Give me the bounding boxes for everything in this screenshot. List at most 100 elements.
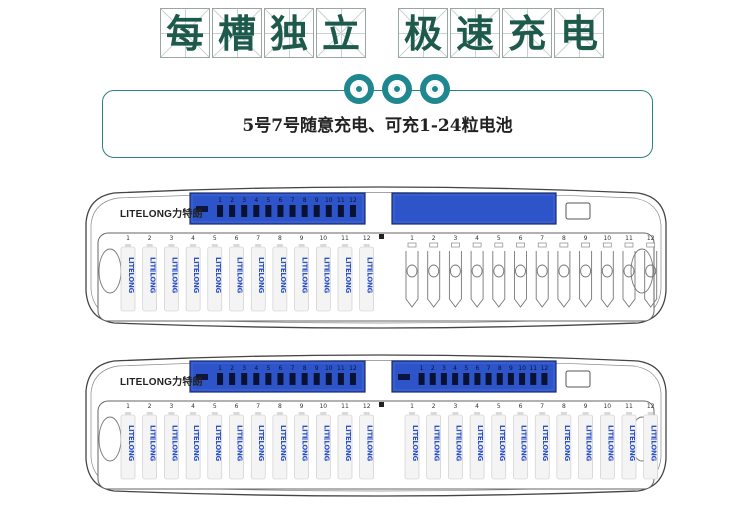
target-circle-icon xyxy=(382,74,412,104)
aa-battery: LITELONG xyxy=(207,244,223,312)
battery-tip xyxy=(211,412,218,415)
lcd-battery-bar xyxy=(301,373,308,385)
battery-tip xyxy=(320,244,327,247)
lcd-slot-number: 2 xyxy=(431,365,435,372)
lcd-battery-bar xyxy=(241,205,248,217)
slot-number: 5 xyxy=(213,403,217,410)
feature-banner: 5号7号随意充电、可充1-24粒电池 xyxy=(102,90,653,158)
lcd-bezel xyxy=(393,362,555,391)
battery-label: LITELONG xyxy=(433,425,441,462)
lcd-slot-number: 7 xyxy=(291,197,295,204)
empty-slot-spring xyxy=(471,264,483,278)
aa-battery: LITELONG xyxy=(599,412,615,480)
aa-battery: LITELONG xyxy=(142,412,158,480)
target-circle-icon xyxy=(420,74,450,104)
slot-number: 1 xyxy=(410,235,414,242)
empty-slot-contact xyxy=(557,251,571,308)
empty-slot-tab xyxy=(407,242,417,248)
battery-tip xyxy=(125,412,131,415)
lcd-slot-number: 1 xyxy=(218,197,222,204)
lcd-battery-bar xyxy=(541,373,548,385)
slot-number: 11 xyxy=(341,235,349,242)
battery-label: LITELONG xyxy=(628,425,636,462)
lcd-slot-number: 5 xyxy=(266,197,270,204)
power-button xyxy=(565,370,591,388)
slot-number: 10 xyxy=(603,403,611,410)
slot-number: 6 xyxy=(519,403,523,410)
lcd-battery-bar xyxy=(229,205,236,217)
lcd-battery-bar xyxy=(530,373,537,385)
lcd-battery-bar xyxy=(253,373,260,385)
aa-battery: LITELONG xyxy=(426,412,442,480)
battery-label: LITELONG xyxy=(322,257,330,294)
empty-slot-contact xyxy=(470,251,484,308)
lcd-battery-bar xyxy=(217,373,224,385)
empty-slot-tab xyxy=(602,242,612,248)
battery-tip xyxy=(168,244,175,247)
lcd-slot-number: 1 xyxy=(420,365,424,372)
lcd-slot-number: 12 xyxy=(349,365,357,372)
aa-battery: LITELONG xyxy=(229,412,244,480)
slot-number: 5 xyxy=(213,235,217,242)
battery-tip xyxy=(582,412,589,415)
aa-battery: LITELONG xyxy=(359,412,375,480)
slot-number: 8 xyxy=(562,235,566,242)
empty-slot-spring xyxy=(536,264,548,278)
empty-slot-tab xyxy=(624,242,634,248)
empty-slot-spring xyxy=(558,264,570,278)
lcd-battery-bar xyxy=(229,373,236,385)
aa-battery: LITELONG xyxy=(164,244,179,312)
battery-label: LITELONG xyxy=(344,257,352,294)
headline-char-tile: 充 xyxy=(502,8,552,58)
empty-slot-tab xyxy=(472,242,482,248)
slot-number: 2 xyxy=(148,235,152,242)
headline-char: 独 xyxy=(269,12,308,56)
headline: 每 槽 独 立 极 速 充 电 xyxy=(160,8,620,58)
slot-number: 11 xyxy=(625,235,633,242)
battery-label: LITELONG xyxy=(257,257,265,294)
lcd-slot-number: 12 xyxy=(541,365,549,372)
slot-number: 11 xyxy=(625,403,633,410)
lcd-battery-bar xyxy=(337,205,344,217)
battery-label: LITELONG xyxy=(170,257,178,294)
battery-label: LITELONG xyxy=(192,257,200,294)
aa-battery: LITELONG xyxy=(250,412,266,480)
headline-char: 立 xyxy=(321,12,360,56)
headline-char-tile: 每 xyxy=(160,8,210,58)
battery-label: LITELONG xyxy=(344,425,352,462)
battery-tip xyxy=(474,412,481,415)
aa-battery: LITELONG xyxy=(337,244,353,312)
slot-number: 12 xyxy=(647,403,655,410)
lcd-slot-number: 11 xyxy=(337,197,345,204)
lcd-slot-number: 4 xyxy=(453,365,457,372)
slot-number: 4 xyxy=(191,235,195,242)
empty-slot-tab xyxy=(429,242,439,248)
lcd-slot-number: 5 xyxy=(266,365,270,372)
lcd-slot-number: 3 xyxy=(442,365,446,372)
battery-label: LITELONG xyxy=(127,257,135,294)
battery-tip xyxy=(626,412,632,415)
headline-char-tile: 独 xyxy=(264,8,314,58)
battery-label: LITELONG xyxy=(366,425,374,462)
battery-label: LITELONG xyxy=(236,257,244,294)
aa-battery: LITELONG xyxy=(185,244,201,312)
lcd-battery-bar xyxy=(313,373,320,385)
battery-label: LITELONG xyxy=(214,425,222,462)
slot-number: 2 xyxy=(432,235,436,242)
aa-battery: LITELONG xyxy=(556,412,572,480)
battery-label: LITELONG xyxy=(650,425,658,462)
battery-tip xyxy=(495,412,502,415)
battery-label: LITELONG xyxy=(149,257,157,294)
lcd-slot-number: 12 xyxy=(349,197,357,204)
empty-slot-spring xyxy=(601,264,613,278)
battery-tip xyxy=(363,244,370,247)
empty-slot-spring xyxy=(493,264,505,278)
battery-label: LITELONG xyxy=(476,425,484,462)
aa-battery: LITELONG xyxy=(316,244,331,312)
lcd-battery-bar xyxy=(325,373,332,385)
battery-tip xyxy=(320,412,327,415)
lcd-battery-bar xyxy=(277,373,284,385)
